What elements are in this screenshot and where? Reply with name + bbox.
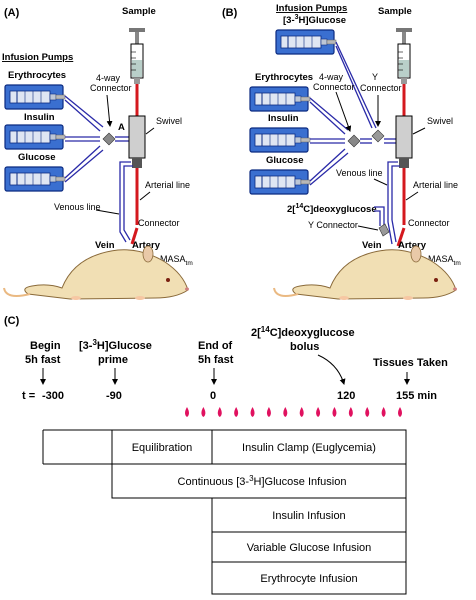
event-end-line1: End of <box>198 340 233 352</box>
blood-sampling-drops <box>185 407 402 417</box>
blood-drop-icon <box>398 407 402 417</box>
pump-label-glucose-b: Glucose <box>266 155 304 166</box>
four-way-connector-icon <box>102 132 116 146</box>
pump-erythrocytes-b-icon <box>249 86 311 112</box>
vein-label: Vein <box>95 240 115 251</box>
connector-label: Connector <box>138 218 180 228</box>
swivel-b-label: Swivel <box>427 116 453 126</box>
event-begin-line1: Begin <box>30 340 61 352</box>
connector-letter-a: A <box>118 122 125 133</box>
erythrocyte-infusion-label: Erythrocyte Infusion <box>260 573 357 585</box>
sample-label: Sample <box>122 6 156 17</box>
sample-label-b: Sample <box>378 6 412 17</box>
equilibration-box <box>111 429 213 465</box>
pump-erythrocytes-icon <box>4 84 66 110</box>
venous-line-b-label: Venous line <box>336 168 383 178</box>
connector-4way-b-line2: Connector <box>313 82 355 92</box>
event-end-line2: 5h fast <box>198 354 234 366</box>
blood-drop-icon <box>250 407 255 417</box>
blood-drop-icon <box>185 407 189 417</box>
blood-drop-icon <box>283 407 288 417</box>
y-connector-line2: Connector <box>360 83 402 93</box>
pump-label-insulin-b: Insulin <box>268 113 299 124</box>
arterial-line-b-label: Arterial line <box>413 180 458 190</box>
time-155: 155 min <box>396 390 437 402</box>
pump-label-insulin: Insulin <box>24 112 55 123</box>
pump-tracer-icon <box>275 29 337 55</box>
blood-drop-icon <box>316 407 321 417</box>
connector-4way-b-line1: 4-way <box>319 72 344 82</box>
pump-label-erythrocytes-b: Erythrocytes <box>255 72 313 83</box>
y-connector-line1: Y <box>372 72 378 82</box>
pump-glucose-icon <box>4 166 66 192</box>
event-tissues-line1: Tissues Taken <box>373 357 448 369</box>
blood-drop-icon <box>348 407 353 417</box>
masa-label: MASAtm <box>160 254 193 267</box>
panel-a: (A) Sample Infusion Pumps Erythrocytes I… <box>2 6 193 300</box>
connector-4way-line2: Connector <box>90 83 132 93</box>
panel-a-label: (A) <box>4 7 20 19</box>
connector-b-label: Connector <box>408 218 450 228</box>
pump-label-erythrocytes: Erythrocytes <box>8 70 66 81</box>
venous-line-label: Venous line <box>54 202 101 212</box>
clamp-label: Insulin Clamp (Euglycemia) <box>242 442 376 454</box>
swivel-icon <box>128 115 146 169</box>
pump-insulin-b-icon <box>249 127 311 153</box>
continuous-tracer-label: Continuous [3-3H]Glucose Infusion <box>178 474 347 488</box>
mouse-icon <box>3 245 189 300</box>
swivel-b-icon <box>395 115 413 169</box>
mouse-b-icon <box>273 245 457 300</box>
time-120: 120 <box>337 390 355 402</box>
blood-drop-icon <box>365 407 370 417</box>
panel-b-label: (B) <box>222 7 238 19</box>
artery-b-label: Artery <box>398 240 427 251</box>
vein-b-label: Vein <box>362 240 382 251</box>
blood-drop-icon <box>381 407 386 417</box>
y-connector-icon <box>371 129 385 143</box>
four-way-connector-b-icon <box>347 134 361 148</box>
time-minus-300: -300 <box>42 390 64 402</box>
y-connector-lower-label: Y Connector <box>308 220 358 230</box>
blood-drop-icon <box>201 407 206 417</box>
swivel-label: Swivel <box>156 116 182 126</box>
blood-drop-icon <box>234 407 239 417</box>
connector-4way-line1: 4-way <box>96 73 121 83</box>
sample-syringe-icon <box>128 27 146 85</box>
time-prefix: t = <box>22 390 35 402</box>
arterial-line-label: Arterial line <box>145 180 190 190</box>
pumps-heading: Infusion Pumps <box>2 52 73 63</box>
deoxyglucose-label: 2[14C]deoxyglucose <box>287 203 377 215</box>
insulin-infusion-label: Insulin Infusion <box>272 510 345 522</box>
event-bolus-line2: bolus <box>290 341 319 353</box>
time-minus-90: -90 <box>106 390 122 402</box>
pump-glucose-b-icon <box>249 169 311 195</box>
erythrocyte-infusion-box <box>211 561 407 595</box>
panel-b: (B) Infusion Pumps [3-3H]Glucose Sample … <box>222 3 461 300</box>
pumps-heading-b: Infusion Pumps <box>276 3 347 14</box>
event-prime-line2: prime <box>98 354 128 366</box>
blood-drop-icon <box>332 407 337 417</box>
event-prime-line1: [3-3H]Glucose <box>79 338 152 352</box>
artery-label: Artery <box>132 240 161 251</box>
panel-c-label: (C) <box>4 315 20 327</box>
pump-insulin-icon <box>4 124 66 150</box>
pump-label-tracer: [3-3H]Glucose <box>283 14 346 26</box>
pump-label-glucose: Glucose <box>18 152 56 163</box>
continuous-tracer-box <box>111 463 407 499</box>
time-zero: 0 <box>210 390 216 402</box>
panel-c: (C) Begin 5h fast [3-3H]Glucose prime En… <box>4 315 448 595</box>
blood-drop-icon <box>217 407 222 417</box>
equilibration-label: Equilibration <box>132 442 193 454</box>
blood-drop-icon <box>266 407 271 417</box>
event-bolus-line1: 2[14C]deoxyglucose <box>251 325 355 339</box>
event-begin-line2: 5h fast <box>25 354 61 366</box>
y-connector-lower-icon <box>378 223 390 237</box>
blood-drop-icon <box>299 407 304 417</box>
glucose-infusion-label: Variable Glucose Infusion <box>247 542 372 554</box>
sample-syringe-b-icon <box>395 27 413 85</box>
masa-b-label: MASAtm <box>428 254 461 267</box>
glucose-infusion-box <box>211 531 407 563</box>
